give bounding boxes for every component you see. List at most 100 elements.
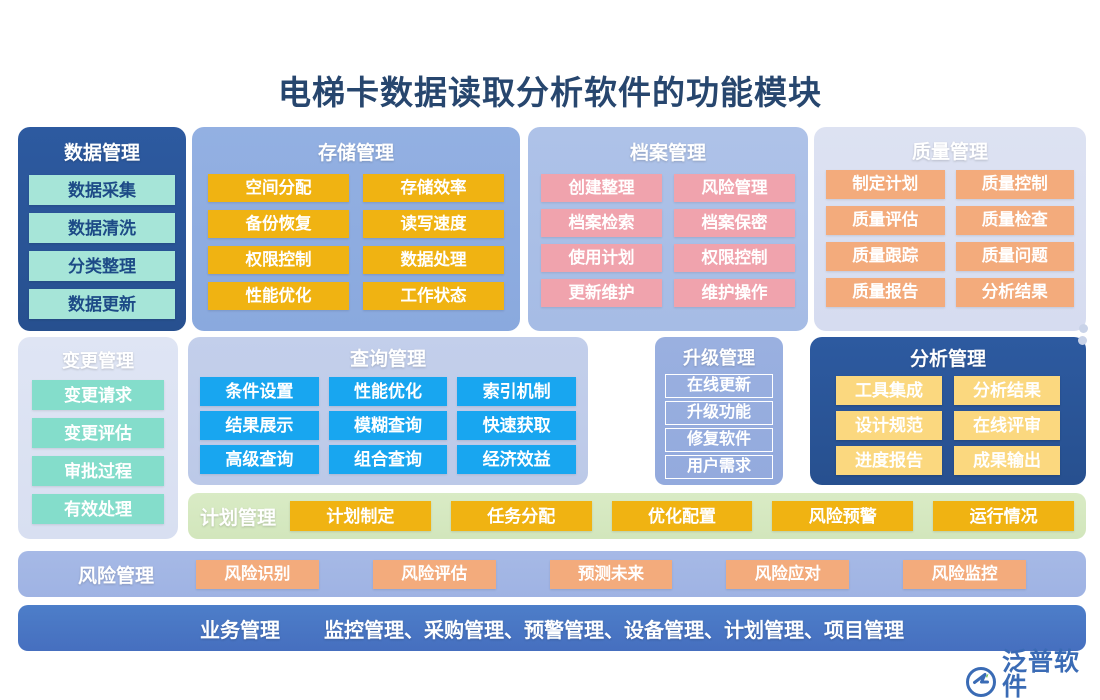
chip-result-display[interactable]: 结果展示 [200,411,319,440]
chip-update-maintenance[interactable]: 更新维护 [541,279,662,307]
chip-quality-assessment[interactable]: 质量评估 [826,206,945,235]
chip-economic-benefit[interactable]: 经济效益 [457,445,576,474]
panel-quality-management: 质量管理 制定计划 质量控制 质量评估 质量检查 质量跟踪 质量问题 质量报告 … [814,127,1088,333]
chip-archive-confidentiality[interactable]: 档案保密 [674,209,795,237]
chip-read-write-speed[interactable]: 读写速度 [363,210,504,238]
chip-list-risk-management: 风险识别 风险评估 预测未来 风险应对 风险监控 [196,559,1026,589]
chip-working-status[interactable]: 工作状态 [363,282,504,310]
panel-change-management: 变更管理 变更请求 变更评估 审批过程 有效处理 [18,337,178,539]
bar-business-management: 业务管理 监控管理、采购管理、预警管理、设备管理、计划管理、项目管理 [18,605,1086,651]
chip-performance-optimization-query[interactable]: 性能优化 [328,377,448,406]
chip-effective-processing[interactable]: 有效处理 [32,494,164,524]
chip-approval-process[interactable]: 审批过程 [32,456,164,486]
chip-risk-management[interactable]: 风险管理 [674,174,795,202]
chip-risk-response[interactable]: 风险应对 [726,559,850,589]
chip-plan-formulation[interactable]: 计划制定 [290,501,431,531]
chip-performance-optimization[interactable]: 性能优化 [208,282,349,310]
chip-design-specification[interactable]: 设计规范 [836,411,942,440]
chip-list-quality-management: 制定计划 质量控制 质量评估 质量检查 质量跟踪 质量问题 质量报告 分析结果 [826,170,1074,307]
panel-storage-management: 存储管理 空间分配 存储效率 备份恢复 读写速度 权限控制 数据处理 性能优化 … [192,127,520,331]
corner-dot-decoration-analysis [1078,336,1087,345]
chip-permission-control[interactable]: 权限控制 [208,246,349,274]
chip-list-data-management: 数据采集 数据清洗 分类整理 数据更新 [29,175,175,319]
bar-plan-management: 计划管理 计划制定 任务分配 优化配置 风险预警 运行情况 [188,493,1086,539]
chip-task-assignment[interactable]: 任务分配 [450,501,592,531]
chip-quality-report[interactable]: 质量报告 [826,278,945,307]
chip-index-mechanism[interactable]: 索引机制 [457,377,576,406]
bar-risk-management: 风险管理 风险识别 风险评估 预测未来 风险应对 风险监控 [18,551,1086,597]
chip-condition-setting[interactable]: 条件设置 [200,377,319,406]
chip-quality-tracking[interactable]: 质量跟踪 [826,242,945,271]
chip-risk-assessment[interactable]: 风险评估 [372,559,496,589]
chip-advanced-query[interactable]: 高级查询 [200,445,319,474]
chip-space-allocation[interactable]: 空间分配 [208,174,349,202]
panel-archive-management: 档案管理 创建整理 风险管理 档案检索 档案保密 使用计划 权限控制 更新维护 … [528,127,808,331]
chip-quality-inspection[interactable]: 质量检查 [955,206,1074,235]
chip-list-plan-management: 计划制定 任务分配 优化配置 风险预警 运行情况 [290,501,1074,531]
fanpu-logo-icon [966,666,996,697]
corner-dot-decoration [1079,324,1088,333]
chip-optimize-configuration[interactable]: 优化配置 [611,501,753,531]
panel-title-upgrade-management: 升级管理 [683,348,755,368]
chip-data-collection[interactable]: 数据采集 [29,175,175,205]
chip-data-update[interactable]: 数据更新 [29,289,175,319]
chip-usage-plan[interactable]: 使用计划 [541,244,662,272]
chip-list-storage-management: 空间分配 存储效率 备份恢复 读写速度 权限控制 数据处理 性能优化 工作状态 [208,174,504,310]
panel-title-analysis-management: 分析管理 [909,349,986,370]
chip-online-update[interactable]: 在线更新 [665,374,773,398]
chip-change-assessment[interactable]: 变更评估 [32,418,164,448]
chip-storage-efficiency[interactable]: 存储效率 [363,174,504,202]
chip-list-analysis-management: 工具集成 分析结果 设计规范 在线评审 进度报告 成果输出 [836,376,1060,475]
panel-data-management: 数据管理 数据采集 数据清洗 分类整理 数据更新 [18,127,186,331]
chip-online-review[interactable]: 在线评审 [954,411,1060,440]
chip-maintenance-operation[interactable]: 维护操作 [674,279,795,307]
chip-upgrade-function[interactable]: 升级功能 [665,401,773,425]
panel-title-data-management: 数据管理 [63,143,140,164]
chip-classification[interactable]: 分类整理 [29,251,175,281]
chip-fuzzy-query[interactable]: 模糊查询 [328,411,448,440]
chip-data-processing[interactable]: 数据处理 [363,246,504,274]
panel-title-change-management: 变更管理 [62,351,134,371]
chip-make-plan[interactable]: 制定计划 [826,170,945,199]
chip-permission-control-archive[interactable]: 权限控制 [674,244,795,272]
chip-list-archive-management: 创建整理 风险管理 档案检索 档案保密 使用计划 权限控制 更新维护 维护操作 [541,174,795,307]
panel-title-archive-management: 档案管理 [629,143,706,164]
panel-analysis-management: 分析管理 工具集成 分析结果 设计规范 在线评审 进度报告 成果输出 [810,336,1087,485]
chip-fast-retrieval[interactable]: 快速获取 [457,411,576,440]
bar-title-business-management: 业务管理 [200,619,280,642]
panel-title-quality-management: 质量管理 [911,142,988,163]
chip-quality-control[interactable]: 质量控制 [955,170,1074,199]
chip-archive-search[interactable]: 档案检索 [541,209,662,237]
chip-list-query-management: 条件设置 性能优化 索引机制 结果展示 模糊查询 快速获取 高级查询 组合查询 … [200,377,576,474]
chip-change-request[interactable]: 变更请求 [32,380,164,410]
chip-list-change-management: 变更请求 变更评估 审批过程 有效处理 [32,380,164,524]
page-title: 电梯卡数据读取分析软件的功能模块 [278,74,822,111]
chip-data-cleaning[interactable]: 数据清洗 [29,213,175,243]
chip-tool-integration[interactable]: 工具集成 [836,376,942,405]
logo-company-name: 泛普软件 [1002,648,1081,700]
panel-title-query-management: 查询管理 [349,349,426,370]
chip-risk-identification[interactable]: 风险识别 [196,559,319,589]
chip-risk-monitoring[interactable]: 风险监控 [903,559,1026,589]
chip-quality-issues[interactable]: 质量问题 [955,242,1074,271]
business-management-items: 监控管理、采购管理、预警管理、设备管理、计划管理、项目管理 [324,619,904,642]
chip-create-organize[interactable]: 创建整理 [541,174,662,202]
bar-title-plan-management: 计划管理 [200,507,277,529]
panel-title-storage-management: 存储管理 [317,143,394,164]
chip-result-output[interactable]: 成果输出 [954,446,1060,475]
chip-repair-software[interactable]: 修复软件 [665,428,773,452]
chip-risk-warning[interactable]: 风险预警 [772,501,914,531]
chip-progress-report[interactable]: 进度报告 [836,446,942,475]
chip-user-requirements[interactable]: 用户需求 [665,455,773,479]
company-logo[interactable]: 泛普软件 www.fanpusoft.com [966,650,1100,700]
chip-combined-query[interactable]: 组合查询 [328,445,448,474]
chip-analysis-result[interactable]: 分析结果 [954,376,1060,405]
chip-predict-future[interactable]: 预测未来 [549,559,673,589]
panel-upgrade-management: 升级管理 在线更新 升级功能 修复软件 用户需求 [655,337,783,485]
chip-operation-status[interactable]: 运行情况 [933,501,1074,531]
chip-backup-recovery[interactable]: 备份恢复 [208,210,349,238]
chip-analysis-result-quality[interactable]: 分析结果 [955,278,1074,307]
chip-list-upgrade-management: 在线更新 升级功能 修复软件 用户需求 [665,374,773,479]
bar-title-risk-management: 风险管理 [78,565,155,587]
